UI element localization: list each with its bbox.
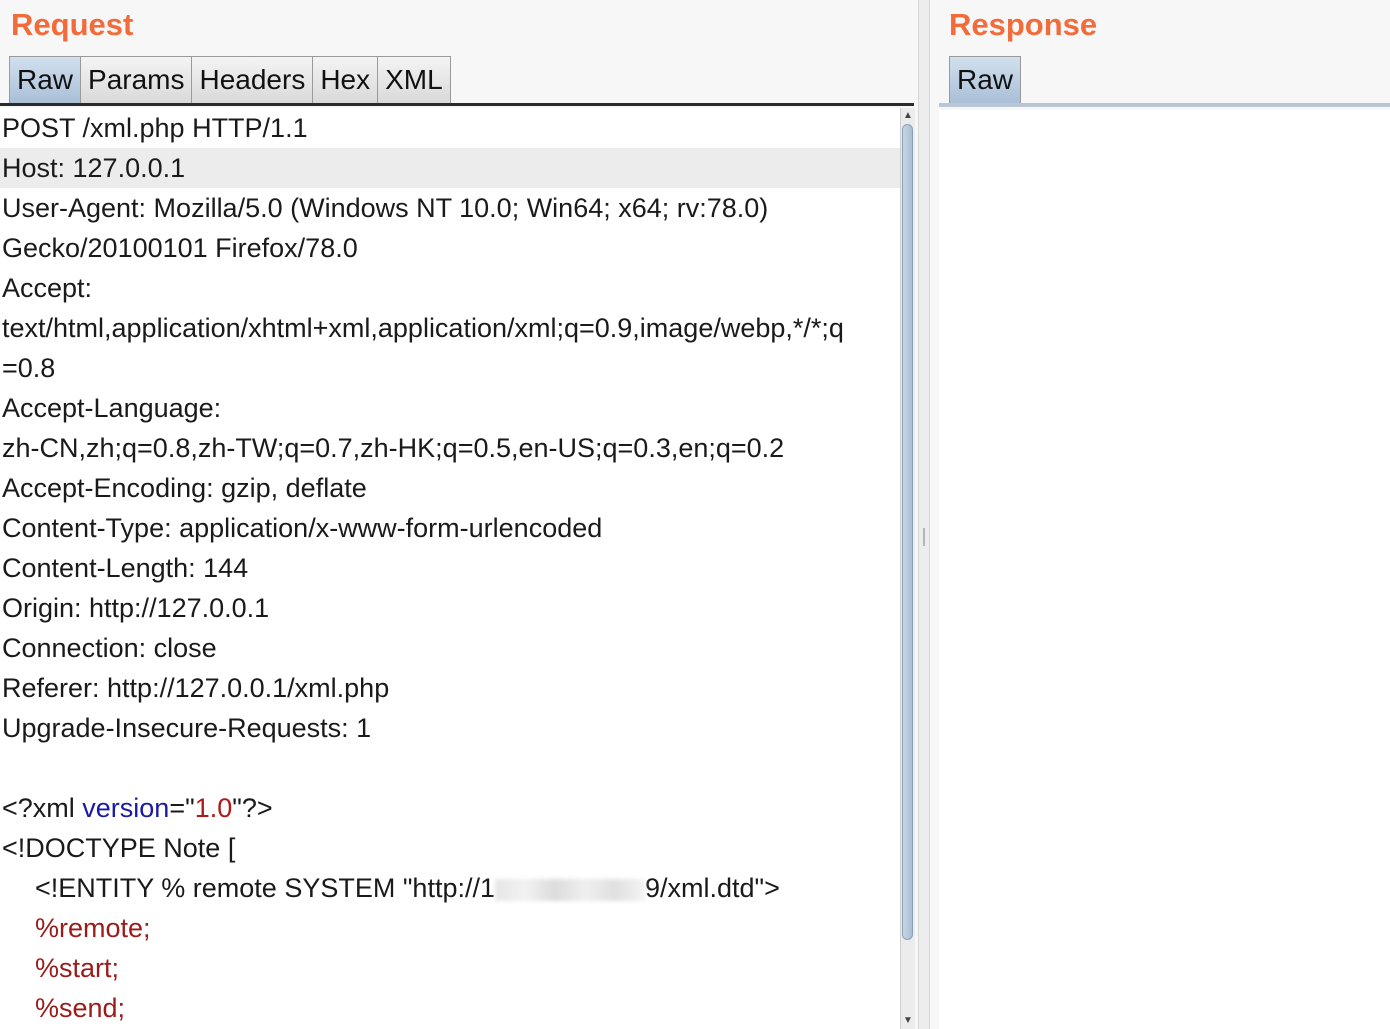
origin-line: Origin: http://127.0.0.1 <box>2 593 270 623</box>
scroll-up-arrow-icon[interactable]: ▲ <box>903 110 913 121</box>
response-tabs: Raw <box>949 56 1022 104</box>
request-editor[interactable]: POST /xml.php HTTP/1.1 Host: 127.0.0.1 U… <box>0 108 900 1029</box>
request-tabs: Raw Params Headers Hex XML <box>9 56 451 104</box>
entity-suffix: 9/xml.dtd"> <box>645 873 780 903</box>
xml-decl-close: "?> <box>232 793 273 823</box>
response-pane: Response Raw <box>930 0 1390 1029</box>
accept-encoding-line: Accept-Encoding: gzip, deflate <box>2 473 367 503</box>
referer-line: Referer: http://127.0.0.1/xml.php <box>2 673 390 703</box>
request-line: POST /xml.php HTTP/1.1 <box>2 113 308 143</box>
accept-language-value-line: zh-CN,zh;q=0.8,zh-TW;q=0.7,zh-HK;q=0.5,e… <box>2 433 785 463</box>
scroll-down-arrow-icon[interactable]: ▼ <box>903 1015 913 1026</box>
entity-ref-start: %start; <box>35 953 120 983</box>
request-scrollbar[interactable]: ▲ ▼ <box>900 108 915 1029</box>
response-editor[interactable] <box>939 110 1390 1029</box>
tab-headers[interactable]: Headers <box>191 56 314 103</box>
request-title: Request <box>11 7 134 42</box>
entity-line: <!ENTITY % remote SYSTEM "http://1 9/xml.… <box>0 868 900 908</box>
doctype-line: <!DOCTYPE Note [ <box>2 833 236 863</box>
accept-language-line: Accept-Language: <box>2 393 222 423</box>
scrollbar-thumb[interactable] <box>902 124 913 940</box>
tab-raw[interactable]: Raw <box>9 56 82 103</box>
accept-value-line: text/html,application/xhtml+xml,applicat… <box>2 313 844 343</box>
tab-hex[interactable]: Hex <box>312 56 379 103</box>
request-tab-divider <box>0 103 914 106</box>
xml-decl-attr: version <box>82 793 170 823</box>
redacted-address <box>495 878 645 901</box>
content-type-line: Content-Type: application/x-www-form-url… <box>2 513 603 543</box>
user-agent-line: User-Agent: Mozilla/5.0 (Windows NT 10.0… <box>2 193 769 223</box>
entity-ref-send: %send; <box>35 993 126 1023</box>
accept-line: Accept: <box>2 273 93 303</box>
connection-line: Connection: close <box>2 633 217 663</box>
content-length-line: Content-Length: 144 <box>2 553 249 583</box>
xml-decl-eq: =" <box>169 793 195 823</box>
response-tab-raw[interactable]: Raw <box>949 56 1022 103</box>
blank-line <box>0 748 900 788</box>
response-tab-divider <box>939 103 1390 107</box>
response-title: Response <box>949 7 1098 42</box>
entity-ref-remote: %remote; <box>35 913 151 943</box>
request-pane: Request Raw Params Headers Hex XML POST … <box>0 7 915 1029</box>
upgrade-insecure-line: Upgrade-Insecure-Requests: 1 <box>2 713 372 743</box>
xml-declaration-line: <?xml version="1.0"?> <box>0 788 900 828</box>
split-pane-divider[interactable] <box>918 0 930 1029</box>
divider-grip-icon <box>923 528 925 546</box>
xml-decl-open: <?xml <box>2 793 83 823</box>
user-agent-line-cont: Gecko/20100101 Firefox/78.0 <box>2 233 358 263</box>
entity-prefix: <!ENTITY % remote SYSTEM "http://1 <box>35 873 495 903</box>
xml-decl-value: 1.0 <box>194 793 233 823</box>
accept-value-line-cont: =0.8 <box>2 353 56 383</box>
tab-params[interactable]: Params <box>80 56 193 103</box>
tab-xml[interactable]: XML <box>377 56 451 103</box>
host-header-line: Host: 127.0.0.1 <box>0 148 900 188</box>
